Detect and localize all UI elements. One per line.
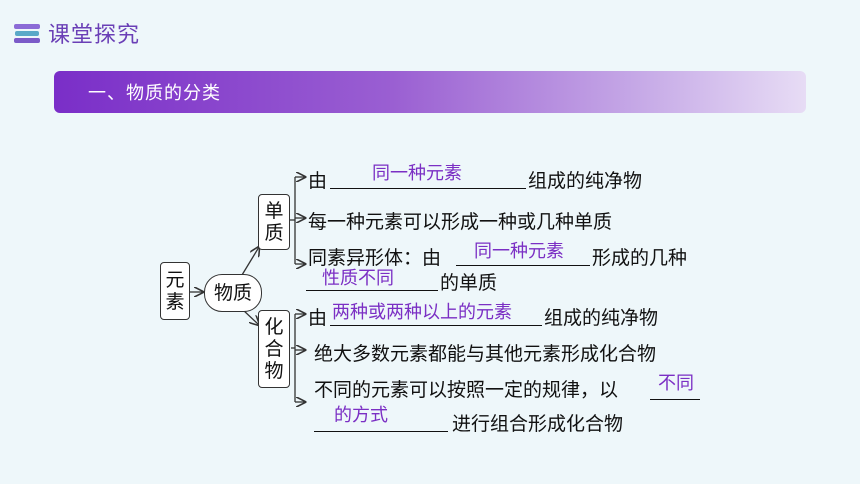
books-icon <box>14 22 40 44</box>
c3-tail: 进行组合形成化合物 <box>452 413 624 435</box>
c1-blank-underline <box>330 325 542 326</box>
c2-statement: 绝大多数元素都能与其他元素形成化合物 <box>314 343 657 365</box>
s3-suffix: 形成的几种 <box>592 247 688 269</box>
c3-answer-a: 不同 <box>658 373 694 394</box>
mid-node-substance: 物质 <box>204 274 262 312</box>
s3-tail: 的单质 <box>440 272 498 294</box>
c1-suffix: 组成的纯净物 <box>544 307 659 329</box>
c1-prefix: 由 <box>308 307 328 329</box>
branch2-char-1: 化 <box>264 316 284 338</box>
c1-answer: 两种或两种以上的元素 <box>332 302 512 323</box>
section-header: 课堂探究 <box>14 16 140 50</box>
s3-prefix: 同素异形体：由 <box>308 247 442 269</box>
branch2-char-2: 合 <box>264 338 284 360</box>
s3-answer: 同一种元素 <box>474 241 564 262</box>
s1-suffix: 组成的纯净物 <box>528 170 643 192</box>
root-char-1: 元 <box>165 269 185 291</box>
topic-title: 一、物质的分类 <box>88 83 221 104</box>
section-title: 课堂探究 <box>48 23 141 48</box>
branch-box-compound: 化 合 物 <box>258 310 290 388</box>
branch1-char-2: 质 <box>264 222 284 244</box>
branch2-char-3: 物 <box>264 360 284 382</box>
branch-box-elementary-substance: 单 质 <box>258 194 290 250</box>
root-box-element: 元 素 <box>160 262 190 320</box>
c3-blank-underline-a <box>650 399 700 400</box>
s2-statement: 每一种元素可以形成一种或几种单质 <box>308 211 613 233</box>
c3-prefix: 不同的元素可以按照一定的规律，以 <box>314 379 619 401</box>
s1-prefix: 由 <box>308 170 328 192</box>
c3-answer-b: 的方式 <box>334 405 388 426</box>
topic-banner: 一、物质的分类 <box>54 71 806 113</box>
s3-answer-2: 性质不同 <box>322 268 394 289</box>
branch1-char-1: 单 <box>264 200 284 222</box>
s1-answer: 同一种元素 <box>372 163 462 184</box>
s3-blank-underline <box>456 265 590 266</box>
root-char-2: 素 <box>165 291 185 313</box>
c3-blank-underline-b <box>314 431 448 432</box>
s1-blank-underline <box>330 188 526 189</box>
s3-blank-underline-2 <box>306 290 438 291</box>
